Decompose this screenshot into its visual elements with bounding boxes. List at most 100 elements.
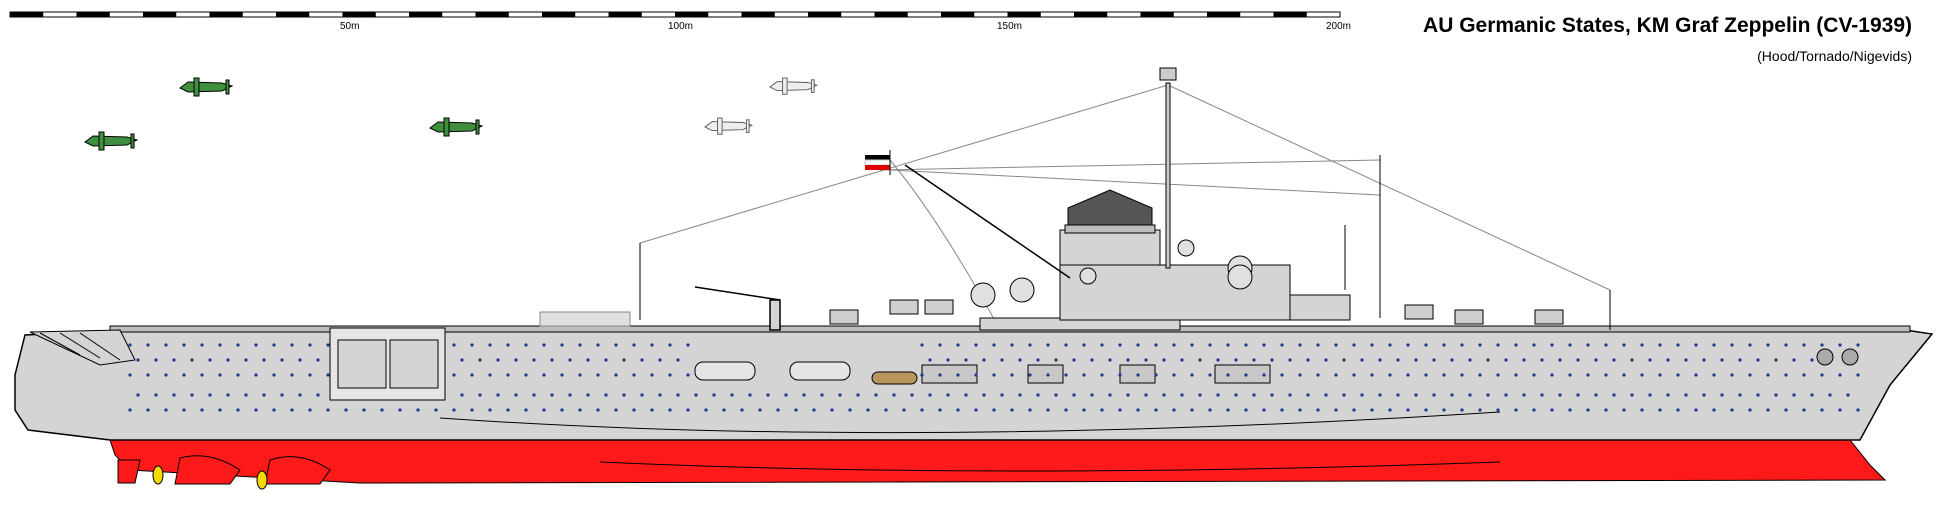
porthole	[1370, 343, 1374, 347]
porthole	[1802, 408, 1806, 412]
porthole	[1676, 343, 1680, 347]
porthole	[1612, 393, 1616, 397]
porthole	[172, 393, 176, 397]
porthole	[1180, 393, 1184, 397]
porthole	[1190, 373, 1194, 377]
waterline-curve	[599, 461, 1501, 472]
porthole	[1622, 373, 1626, 377]
porthole	[1594, 393, 1598, 397]
porthole	[596, 408, 600, 412]
porthole	[1136, 343, 1140, 347]
porthole	[1568, 408, 1572, 412]
porthole	[226, 393, 230, 397]
porthole	[154, 358, 158, 362]
porthole	[920, 408, 924, 412]
porthole	[686, 343, 690, 347]
porthole	[272, 343, 276, 347]
porthole	[1486, 393, 1490, 397]
porthole	[1172, 343, 1176, 347]
porthole	[1496, 343, 1500, 347]
porthole	[1720, 358, 1724, 362]
porthole	[1820, 343, 1824, 347]
porthole	[524, 343, 528, 347]
porthole	[280, 358, 284, 362]
porthole	[892, 393, 896, 397]
porthole	[1082, 373, 1086, 377]
porthole	[1748, 343, 1752, 347]
porthole	[1136, 373, 1140, 377]
porthole	[1810, 393, 1814, 397]
porthole	[1468, 393, 1472, 397]
porthole	[308, 343, 312, 347]
porthole	[1324, 393, 1328, 397]
porthole	[1622, 343, 1626, 347]
porthole	[136, 393, 140, 397]
porthole	[1280, 343, 1284, 347]
porthole	[1198, 393, 1202, 397]
porthole	[650, 343, 654, 347]
scale-bar-segment	[608, 12, 642, 17]
porthole	[524, 373, 528, 377]
porthole	[668, 343, 672, 347]
porthole	[1504, 393, 1508, 397]
porthole	[1658, 373, 1662, 377]
diagram-title: AU Germanic States, KM Graf Zeppelin (CV…	[1423, 14, 1912, 37]
porthole	[1702, 358, 1706, 362]
porthole	[740, 408, 744, 412]
porthole	[1100, 408, 1104, 412]
porthole	[478, 393, 482, 397]
porthole	[1352, 408, 1356, 412]
porthole	[146, 373, 150, 377]
porthole	[560, 343, 564, 347]
anchor-hawse	[1816, 348, 1859, 366]
porthole	[604, 358, 608, 362]
scale-bar-segment	[941, 12, 975, 17]
porthole	[1298, 408, 1302, 412]
porthole	[1090, 358, 1094, 362]
porthole	[1234, 358, 1238, 362]
porthole	[1334, 373, 1338, 377]
porthole	[1676, 408, 1680, 412]
porthole	[676, 393, 680, 397]
porthole	[1442, 408, 1446, 412]
porthole	[1054, 358, 1058, 362]
porthole	[866, 408, 870, 412]
porthole	[1630, 393, 1634, 397]
porthole	[614, 408, 618, 412]
porthole	[1684, 393, 1688, 397]
porthole	[1280, 408, 1284, 412]
porthole	[1108, 358, 1112, 362]
porthole	[1064, 408, 1068, 412]
porthole	[290, 373, 294, 377]
porthole	[524, 408, 528, 412]
porthole	[298, 393, 302, 397]
porthole	[1172, 373, 1176, 377]
fighter-aircraft-icon	[84, 77, 483, 151]
porthole	[398, 408, 402, 412]
porthole	[1766, 343, 1770, 347]
porthole	[1342, 393, 1346, 397]
porthole	[200, 408, 204, 412]
porthole	[1676, 373, 1680, 377]
porthole	[244, 358, 248, 362]
scale-bar-segment	[675, 12, 709, 17]
porthole	[1000, 358, 1004, 362]
funnel-cap	[1067, 189, 1153, 226]
porthole	[1442, 343, 1446, 347]
porthole	[1532, 373, 1536, 377]
porthole	[136, 358, 140, 362]
porthole	[1244, 343, 1248, 347]
porthole	[1018, 393, 1022, 397]
porthole	[280, 393, 284, 397]
porthole	[650, 408, 654, 412]
porthole	[1144, 393, 1148, 397]
porthole	[326, 373, 330, 377]
porthole	[1720, 393, 1724, 397]
porthole	[982, 393, 986, 397]
main-mast	[1159, 67, 1177, 269]
porthole	[1666, 393, 1670, 397]
porthole	[902, 408, 906, 412]
scale-bar-segment	[741, 12, 775, 17]
porthole	[1342, 358, 1346, 362]
porthole	[1316, 343, 1320, 347]
